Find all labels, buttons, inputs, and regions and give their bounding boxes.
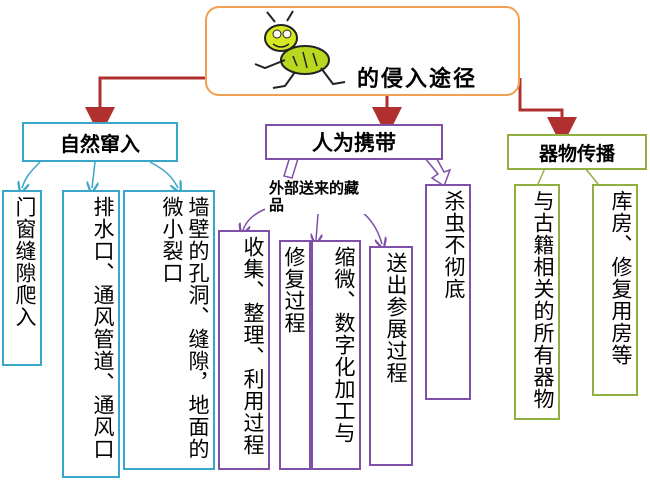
human-item: 杀虫不彻底 (425, 184, 471, 400)
natural-item-1: 门窗缝隙爬入 (2, 190, 42, 366)
human-sub-item-2: 修复过程 (279, 240, 311, 470)
title-box: 的侵入途径 (205, 6, 520, 96)
vessel-item-1: 与古籍相关的所有器物 (514, 184, 560, 420)
natural-item-3: 墙壁的孔洞、缝隙，地面的微小裂口 (123, 190, 215, 470)
arrow-to-vessel (518, 78, 577, 147)
vessel-item-2: 库房、修复用房等 (592, 184, 638, 396)
branch-vessel-label: 器物传播 (507, 134, 647, 170)
title-text: 的侵入途径 (357, 67, 478, 92)
arrow-to-natural (85, 76, 205, 137)
human-sub-item-1: 收集、整理、利用过程 (218, 230, 270, 470)
branch-natural-label: 自然窜入 (22, 122, 178, 162)
human-sub-label: 外部送来的藏品 (265, 180, 367, 214)
grasshopper-icon (254, 10, 346, 89)
human-sub-item-3: 缩微、数字化加工与 (311, 240, 361, 470)
human-sub-item-4: 送出参展过程 (369, 246, 413, 466)
branch-human-label: 人为携带 (265, 124, 443, 160)
natural-item-2: 排水口、通风管道、通风口 (62, 190, 120, 478)
